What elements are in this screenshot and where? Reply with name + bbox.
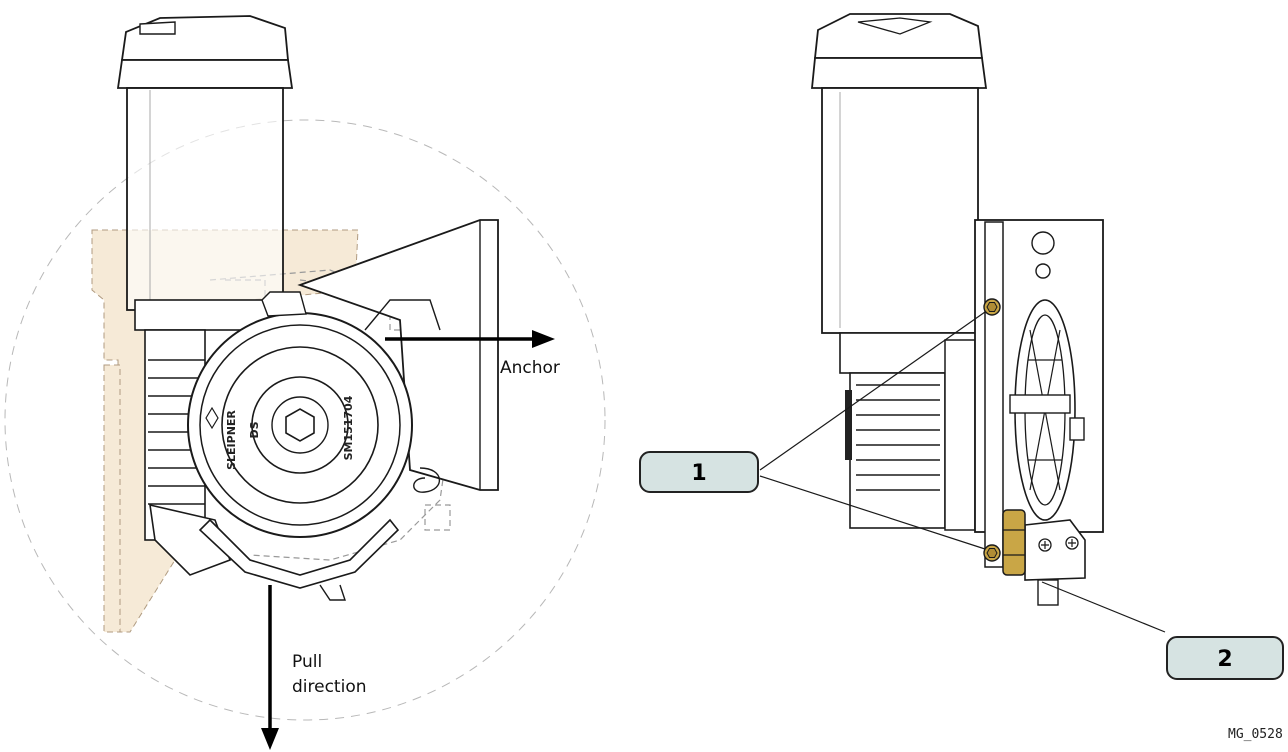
document-id: MG_0528	[1228, 727, 1283, 742]
coil-spring	[413, 467, 441, 493]
callout-1-number: 1	[691, 461, 706, 486]
leader-lines	[759, 311, 1166, 633]
anchor-arrow	[385, 330, 555, 348]
left-view: SLEIPNER DS SM151704 Anchor Pull directi…	[4, 15, 606, 750]
brass-bolt-upper	[983, 298, 1001, 316]
gypsy-wheel-right	[1009, 299, 1085, 521]
pull-label-line2: direction	[292, 677, 367, 697]
motor-body-right	[821, 87, 979, 334]
model-marking: SM151704	[342, 395, 355, 460]
gearbox-right	[839, 332, 981, 531]
rotation-range-circle	[4, 119, 606, 721]
callout-2-number: 2	[1217, 647, 1232, 672]
motor-cap	[120, 15, 289, 61]
brand-marking: SLEIPNER	[225, 410, 238, 470]
top-fitting	[261, 291, 307, 317]
right-view: 1 2	[639, 13, 1284, 680]
chain-guide	[198, 518, 400, 589]
clamp-block	[1024, 519, 1086, 606]
shaded-range-region-lower	[103, 364, 121, 633]
callout-2: 2	[1166, 636, 1284, 680]
side-marking: DS	[248, 421, 261, 438]
brass-bolt-lower	[983, 544, 1001, 562]
brass-fitting	[1002, 509, 1026, 576]
brand-logo-icon	[205, 406, 219, 430]
pull-label-line1: Pull	[292, 652, 322, 672]
callout-1: 1	[639, 451, 759, 493]
pull-direction-arrow	[261, 585, 279, 750]
anchor-label: Anchor	[500, 358, 560, 378]
hex-bolt-icon	[285, 408, 315, 442]
mounting-bracket	[297, 219, 499, 491]
